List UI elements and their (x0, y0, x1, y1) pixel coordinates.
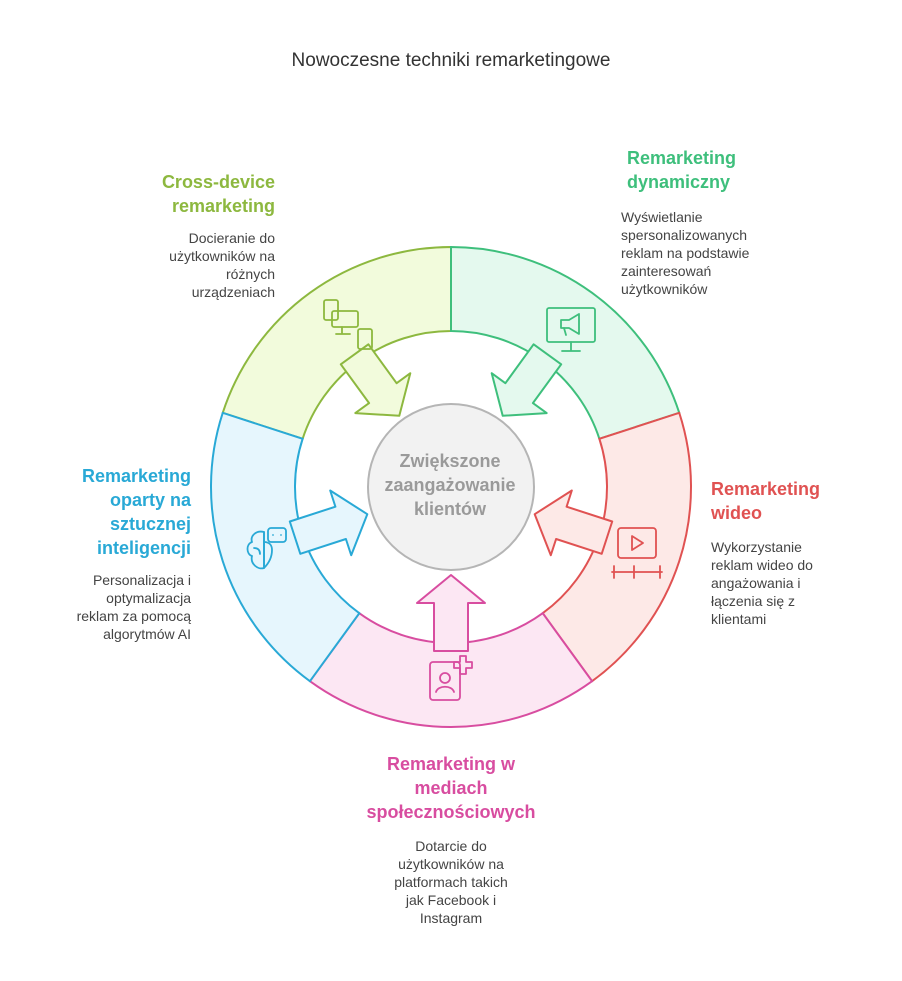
social-description-line-3: platformach takich (394, 874, 508, 890)
ai-ring-segment (210, 411, 361, 683)
video-play-icon (611, 527, 663, 579)
ai-heading-line-3: sztucznej (109, 514, 191, 534)
cross-device-description-line-2: użytkowników na (169, 248, 275, 264)
center-circle (367, 403, 535, 571)
dynamic-heading: Remarketing dynamiczny (627, 146, 847, 194)
video-description-line-2: reklam wideo do (711, 557, 813, 573)
profile-plus-icon (429, 655, 473, 701)
cross-device-heading-line-2: remarketing (171, 196, 275, 216)
social-ring-segment (308, 611, 594, 728)
social-inward-arrow (416, 574, 486, 652)
social-description-line-5: Instagram (419, 910, 483, 926)
devices-icon (323, 299, 373, 350)
ai-inward-arrow (288, 489, 369, 557)
social-description-line-2: użytkowników na (398, 856, 504, 872)
video-description-line-4: łączenia się z (711, 593, 796, 609)
ai-heading: Remarketing oparty na sztucznej intelige… (20, 464, 191, 560)
ai-heading-line-2: oparty na (109, 490, 191, 510)
ai-description-line-2: optymalizacja (106, 590, 191, 606)
cross-device-description-line-4: urządzeniach (191, 284, 275, 300)
social-heading-line-1: Remarketing w (386, 754, 516, 774)
cross-device-description: Docieranie do użytkowników na różnych ur… (95, 229, 275, 301)
ai-heading-line-4: inteligencji (96, 538, 191, 558)
ai-description-line-4: algorytmów AI (103, 626, 191, 642)
ai-description: Personalizacja i optymalizacja reklam za… (20, 571, 191, 643)
video-heading: Remarketing wideo (711, 477, 891, 525)
cross-device-description-line-3: różnych (225, 266, 275, 282)
video-description-line-5: klientami (711, 611, 767, 627)
cross-device-ring-segment (221, 245, 452, 441)
dynamic-description-line-5: użytkowników (621, 281, 708, 297)
social-heading-line-2: mediach (414, 778, 488, 798)
video-description: Wykorzystanie reklam wideo do angażowani… (711, 538, 891, 628)
cross-device-description-line-1: Docieranie do (188, 230, 275, 246)
center-label-line-1: Zwiększone (399, 451, 501, 471)
monitor-megaphone-icon (546, 307, 596, 352)
cross-device-heading-line-1: Cross-device (161, 172, 275, 192)
video-heading-line-2: wideo (711, 503, 763, 523)
video-heading-line-1: Remarketing (711, 479, 821, 499)
ai-heading-line-1: Remarketing (81, 466, 191, 486)
dynamic-description-line-3: reklam na podstawie (621, 245, 750, 261)
center-label: Zwiększone zaangażowanie klientów (368, 449, 532, 521)
ai-description-line-1: Personalizacja i (92, 572, 191, 588)
center-label-line-3: klientów (413, 499, 486, 519)
diagram-title: Nowoczesne techniki remarketingowe (291, 50, 611, 71)
dynamic-heading-line-2: dynamiczny (627, 172, 731, 192)
cross-device-inward-arrow (339, 343, 412, 417)
cross-device-heading: Cross-device remarketing (95, 170, 275, 218)
video-description-line-3: angażowania i (711, 575, 801, 591)
dynamic-description-line-4: zainteresowań (621, 263, 712, 279)
social-heading-line-3: społecznościowych (366, 802, 536, 822)
video-description-line-1: Wykorzystanie (711, 539, 802, 555)
ai-description-line-3: reklam za pomocą (76, 608, 191, 624)
dynamic-heading-line-1: Remarketing (627, 148, 737, 168)
dynamic-description-line-2: spersonalizowanych (621, 227, 748, 243)
video-inward-arrow (533, 489, 614, 557)
brain-robot-icon (246, 527, 287, 570)
center-label-line-2: zaangażowanie (384, 475, 516, 495)
dynamic-description-line-1: Wyświetlanie (621, 209, 703, 225)
dynamic-inward-arrow (490, 343, 563, 417)
video-ring-segment (541, 411, 692, 683)
social-description: Dotarcie do użytkowników na platformach … (351, 837, 551, 927)
dynamic-description: Wyświetlanie spersonalizowanych reklam n… (621, 208, 841, 298)
social-heading: Remarketing w mediach społecznościowych (331, 752, 571, 824)
social-description-line-4: jak Facebook i (405, 892, 497, 908)
social-description-line-1: Dotarcie do (415, 838, 487, 854)
